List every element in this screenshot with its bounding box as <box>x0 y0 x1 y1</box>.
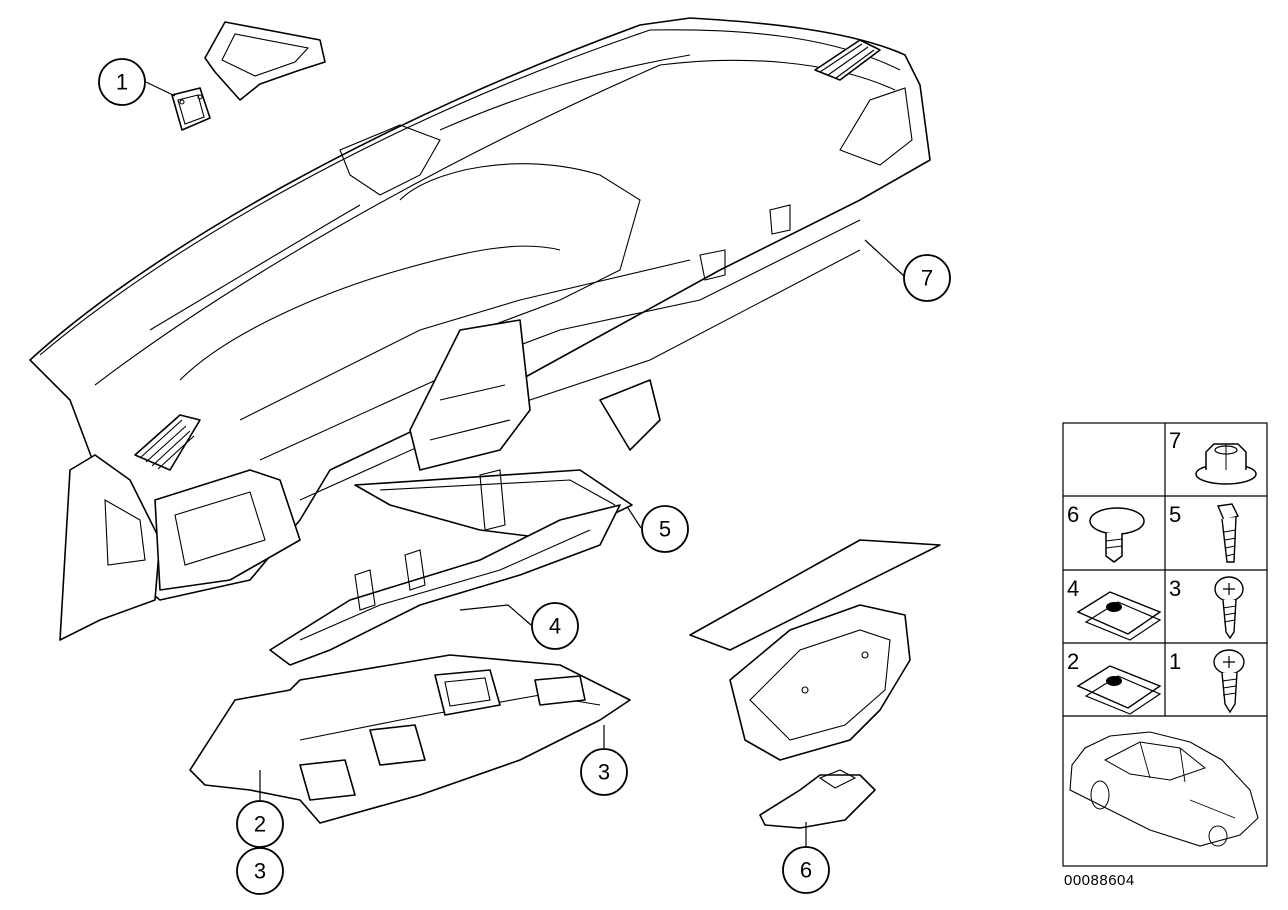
svg-text:4: 4 <box>549 614 561 639</box>
callout-4: 4 <box>531 602 579 650</box>
top-trim-frame <box>204 21 326 101</box>
callout-3: 3 <box>580 748 628 796</box>
part-2-3-underpanel <box>189 654 631 824</box>
svg-text:2: 2 <box>254 812 266 837</box>
callout-6: 6 <box>782 846 830 894</box>
svg-text:5: 5 <box>1169 502 1181 527</box>
svg-text:3: 3 <box>598 760 610 785</box>
expanding-rivet-icon <box>1089 507 1145 563</box>
svg-text:7: 7 <box>1169 428 1181 453</box>
dashboard-carrier <box>29 17 931 641</box>
callout-5: 5 <box>641 505 689 553</box>
svg-text:3: 3 <box>1169 576 1181 601</box>
svg-text:7: 7 <box>921 266 933 291</box>
leader-lines <box>145 81 905 847</box>
part-6-bracket <box>759 769 876 829</box>
sedan-car-icon <box>1069 731 1259 847</box>
part-1-cover <box>171 87 211 131</box>
svg-text:1: 1 <box>1169 649 1181 674</box>
hardware-legend: 7 6 5 4 3 <box>1062 422 1268 867</box>
svg-text:6: 6 <box>1067 502 1079 527</box>
hex-bolt-icon <box>1216 503 1240 563</box>
part-4-bracket <box>269 504 621 666</box>
svg-text:2: 2 <box>1067 649 1079 674</box>
svg-text:3: 3 <box>254 859 266 884</box>
svg-text:5: 5 <box>659 517 671 542</box>
callout-3-lower: 3 <box>236 847 284 895</box>
svg-text:1: 1 <box>116 70 128 95</box>
pan-head-screw-icon <box>1213 649 1245 714</box>
svg-text:4: 4 <box>1067 576 1079 601</box>
glovebox-trim <box>689 539 941 761</box>
catalog-number: 00088604 <box>1064 872 1135 889</box>
callout-2: 2 <box>236 800 284 848</box>
callout-7: 7 <box>903 254 951 302</box>
spring-nut-icon <box>1076 665 1162 715</box>
hex-flange-nut-icon <box>1195 443 1257 485</box>
callout-1: 1 <box>98 58 146 106</box>
pan-head-screw-icon <box>1214 576 1244 640</box>
spring-nut-icon <box>1076 591 1162 641</box>
svg-text:6: 6 <box>800 858 812 883</box>
